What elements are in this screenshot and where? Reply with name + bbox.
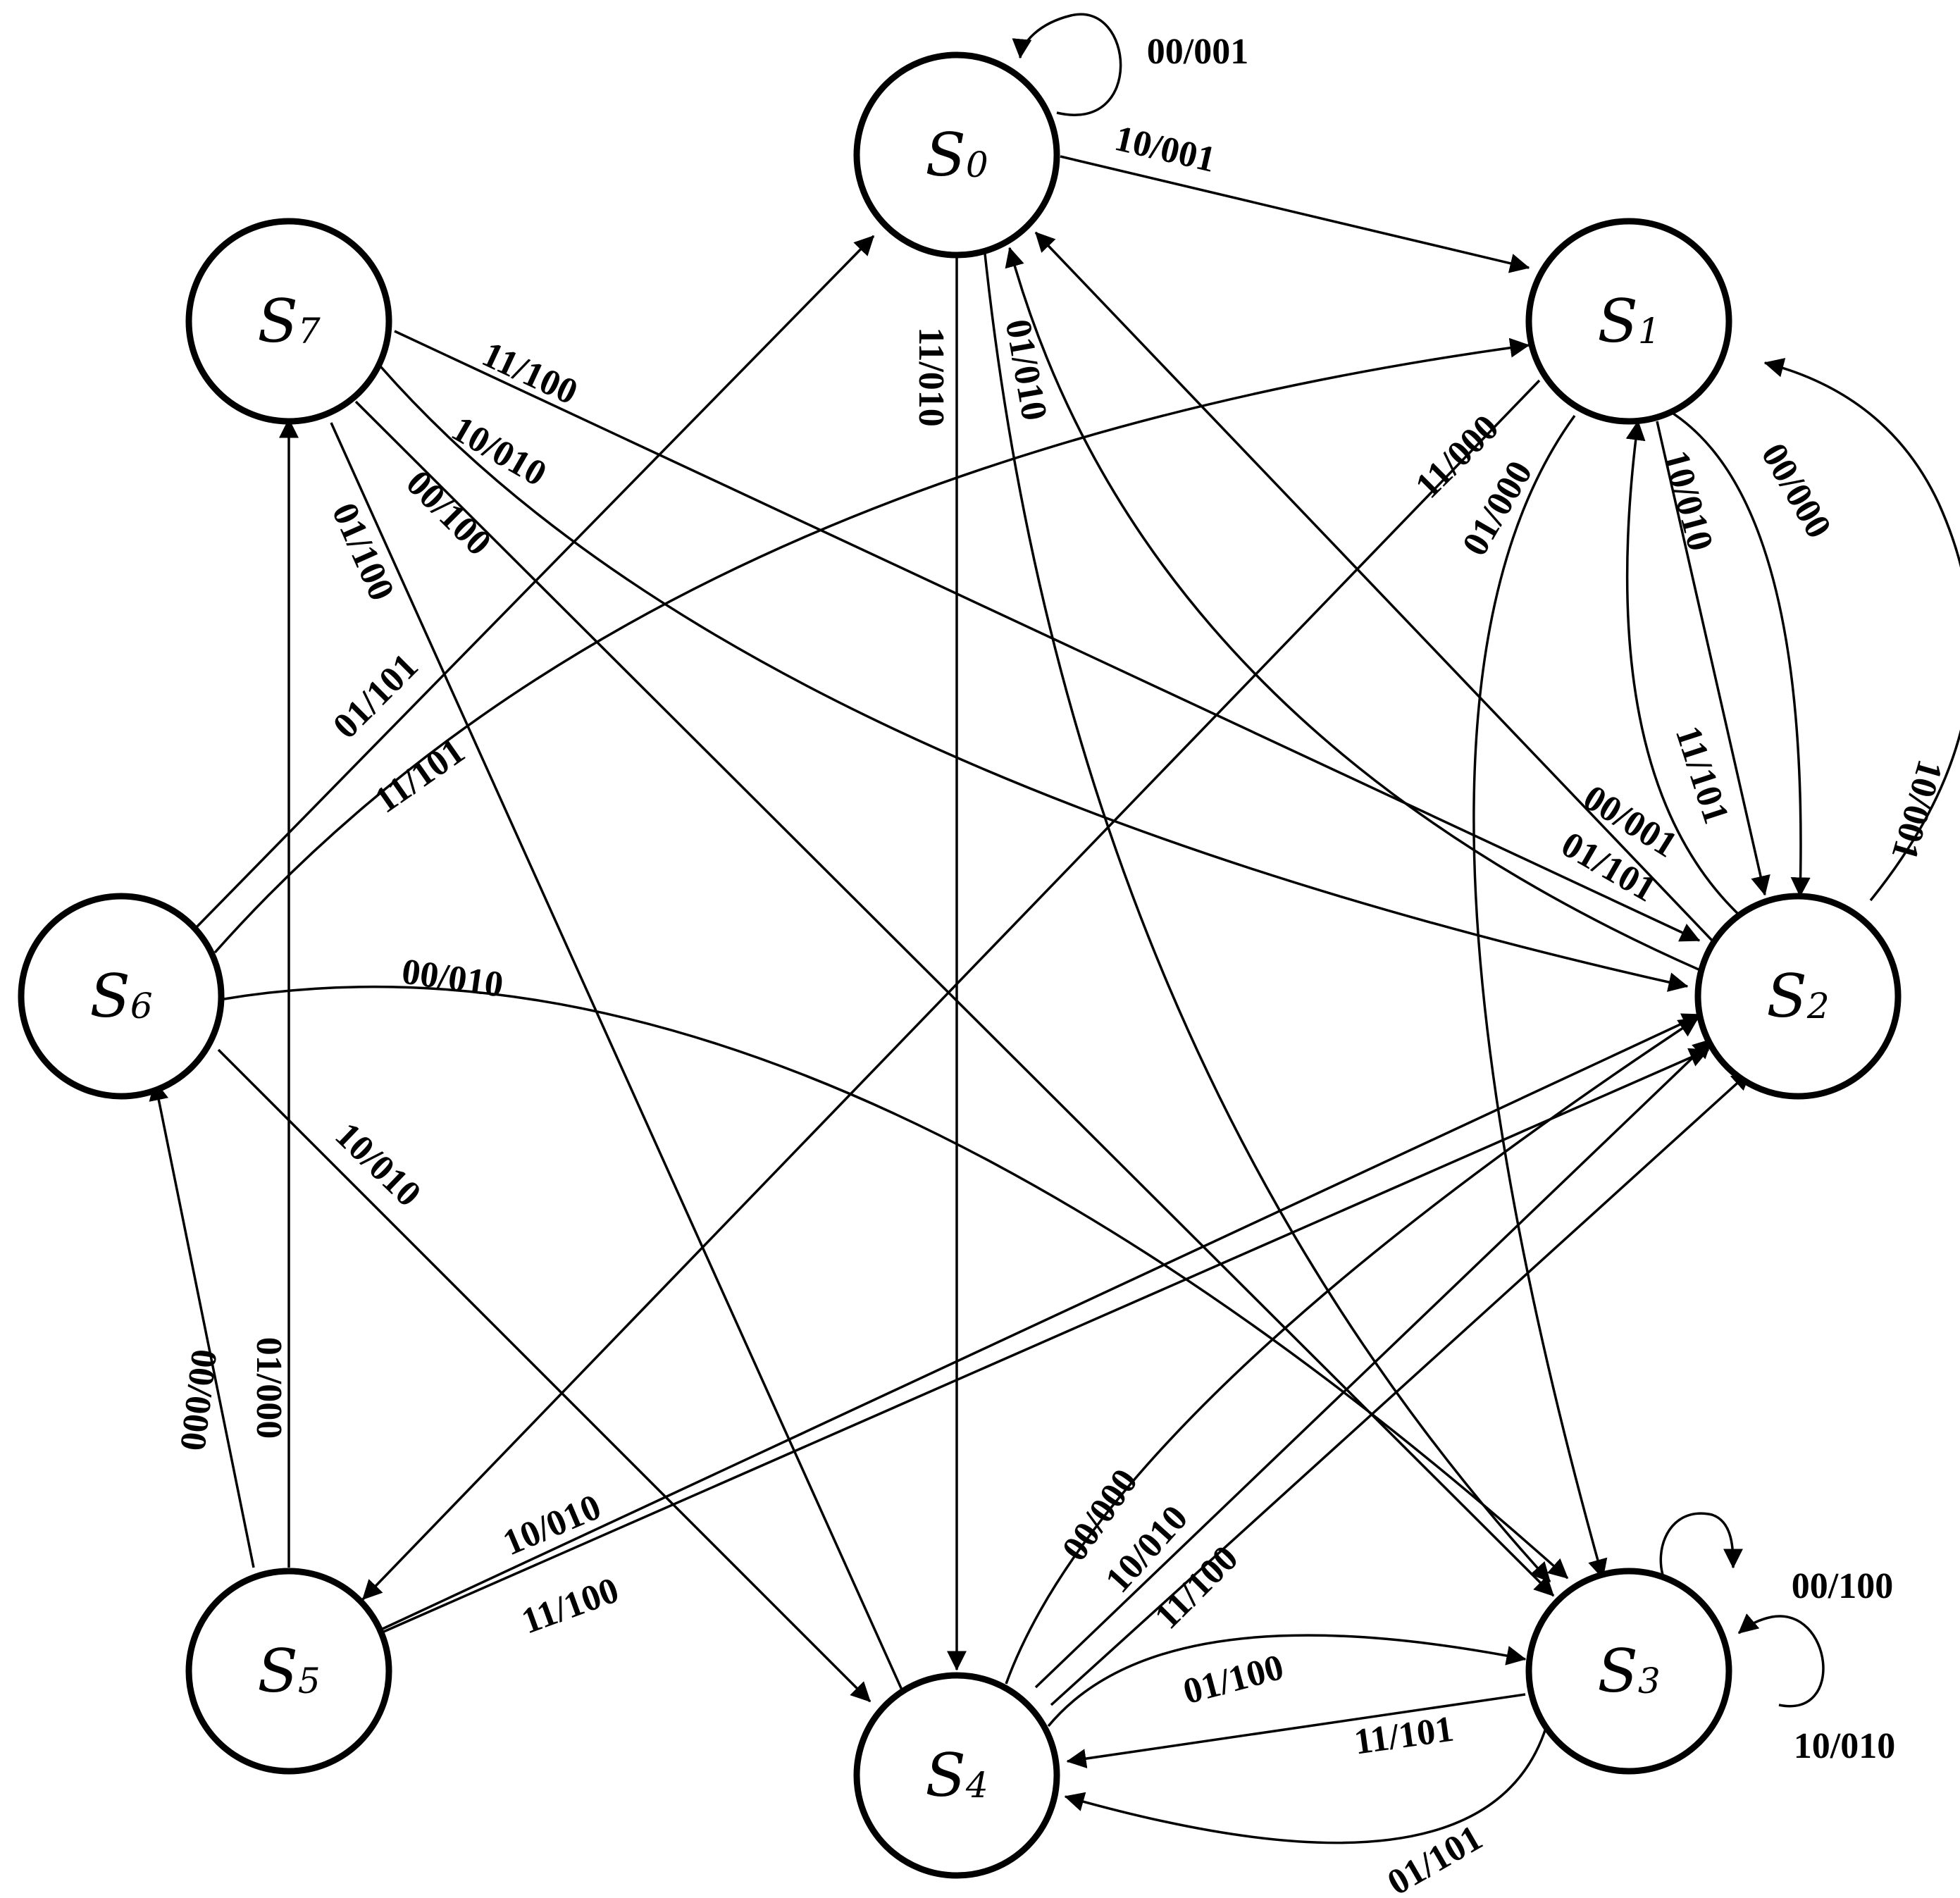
label-s5-s7: 01/000 [249, 1337, 289, 1439]
state-s4-circle [853, 1672, 1060, 1879]
edge-s7-s2-10-010 [379, 365, 1689, 992]
label-s6-s0: 01/101 [325, 646, 426, 746]
edge-s6-s4-10-010 [217, 1048, 872, 1703]
state-s1-subscript: 1 [1638, 311, 1661, 352]
state-s1-circle [1525, 218, 1732, 425]
label-s2-s1-10: 10/001 [1884, 755, 1951, 864]
state-s5-subscript: 5 [298, 1661, 321, 1701]
state-s1: S1 [1525, 218, 1732, 425]
state-s3-letter: S [1597, 1637, 1638, 1706]
edge-s3-s3-10-010 [1737, 1613, 1825, 1708]
state-nodes: S0 S1 S2 S3 S4 [18, 51, 1902, 1879]
edge-s1-s2-00-000 [1658, 404, 1811, 898]
state-s6-subscript: 6 [130, 986, 153, 1026]
state-s6-circle [18, 893, 225, 1100]
state-s2-letter: S [1766, 962, 1807, 1031]
state-s1-letter: S [1597, 287, 1638, 356]
edge-s4-s2-11-100 [1050, 1069, 1752, 1706]
edge-s0-s0-00-001 [1012, 13, 1122, 116]
state-s0-letter: S [925, 120, 966, 190]
label-s7-s2-11: 11/100 [476, 334, 583, 412]
state-s7: S7 [185, 218, 392, 425]
edge-s3-s4-11-101 [1066, 1693, 1526, 1769]
edge-s7-s3-00-100 [354, 400, 1555, 1597]
edge-s6-s1-11-101 [213, 337, 1530, 954]
state-s4-letter: S [925, 1741, 966, 1810]
state-s4-subscript: 4 [965, 1765, 988, 1806]
label-s0-s4: 11/010 [911, 327, 951, 427]
edge-s0-s3-01-010 [984, 253, 1551, 1583]
label-s5-s2-11: 11/100 [516, 1570, 624, 1642]
edge-s5-s6-00-000 [149, 1080, 255, 1568]
transition-edges [149, 13, 1960, 1844]
svg-text:S1: S1 [1597, 287, 1660, 356]
edge-s7-s2-11-100 [394, 330, 1701, 942]
state-s2-circle [1694, 893, 1902, 1100]
svg-text:S6: S6 [89, 962, 152, 1031]
svg-text:S5: S5 [257, 1637, 320, 1706]
edge-s0-s1-10-001 [1060, 155, 1530, 273]
edge-s2-s0-00-001 [1034, 231, 1717, 945]
edge-s5-s2-10-010 [373, 1013, 1703, 1635]
edge-s1-s2-10-010 [1656, 421, 1770, 896]
label-s3-s3-00: 00/100 [1792, 1566, 1893, 1606]
edge-s5-s2-11-100 [380, 1048, 1710, 1635]
state-s7-circle [185, 218, 392, 425]
state-s5-letter: S [257, 1637, 298, 1706]
state-s7-letter: S [257, 287, 298, 356]
state-s6-letter: S [89, 962, 130, 1031]
state-s4: S4 [853, 1672, 1060, 1879]
label-s2-s1-11: 11/101 [1668, 721, 1737, 829]
state-s3: S3 [1525, 1568, 1732, 1775]
svg-text:S7: S7 [257, 287, 321, 356]
svg-text:S0: S0 [925, 120, 988, 190]
svg-text:S4: S4 [925, 1741, 988, 1810]
label-s6-s1: 11/101 [367, 731, 472, 821]
label-s1-s2-00: 00/000 [1753, 437, 1839, 545]
label-s0-s1: 10/001 [1111, 118, 1220, 180]
state-s5-circle [185, 1568, 392, 1775]
label-s5-s6: 00/000 [172, 1347, 224, 1453]
svg-text:S2: S2 [1766, 962, 1829, 1031]
edge-s4-s2-10-010 [1034, 1038, 1713, 1689]
label-s7-s3: 00/100 [398, 463, 498, 563]
state-s6: S6 [18, 893, 225, 1100]
edge-s2-s0-01-101 [1005, 247, 1706, 974]
state-s2-subscript: 2 [1806, 986, 1830, 1026]
edge-s6-s3-00-010 [223, 985, 1569, 1580]
label-s6-s3: 00/010 [399, 951, 506, 1005]
label-s6-s4: 10/010 [328, 1115, 429, 1214]
label-s5-s2-10: 10/010 [497, 1487, 607, 1563]
edge-s1-s5-11-000 [361, 379, 1541, 1601]
label-s4-s3-01: 01/100 [1179, 1647, 1288, 1712]
state-s5: S5 [185, 1568, 392, 1775]
edge-s1-s3-01-000 [1472, 414, 1608, 1580]
svg-text:S3: S3 [1597, 1637, 1660, 1706]
edge-s2-s1-10-001 [1763, 358, 1960, 902]
edge-s2-s1-11-101 [1625, 420, 1742, 917]
state-s0-subscript: 0 [966, 144, 988, 185]
edge-s7-s4-01-100 [330, 422, 912, 1710]
state-s2: S2 [1694, 893, 1902, 1100]
state-s3-subscript: 3 [1638, 1661, 1661, 1701]
label-s1-s2-10: 10/010 [1656, 447, 1720, 555]
state-s0: S0 [853, 51, 1060, 259]
edge-s4-s3-01-100 [1047, 1634, 1527, 1728]
edge-s6-s0-01-101 [192, 235, 875, 931]
state-s7-subscript: 7 [298, 311, 321, 352]
state-s3-circle [1525, 1568, 1732, 1775]
edge-s3-s4-01-101 [1064, 1725, 1548, 1844]
label-s0-s0: 00/001 [1147, 32, 1248, 72]
label-s3-s3-10: 10/010 [1794, 1726, 1895, 1766]
edge-s4-s2-00-000 [1005, 1017, 1699, 1685]
state-s0-circle [853, 51, 1060, 259]
